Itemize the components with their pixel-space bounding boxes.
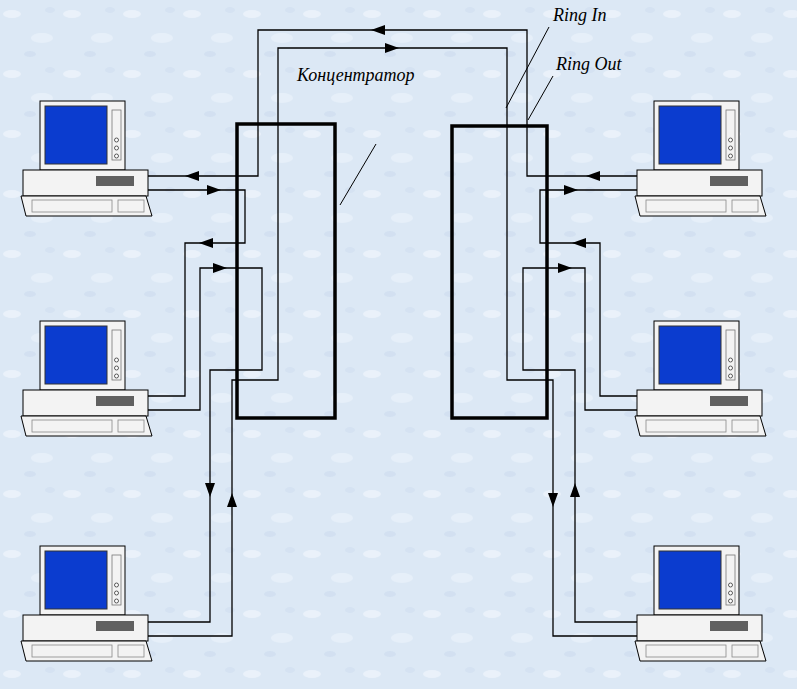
leader-lines bbox=[340, 27, 553, 205]
wire bbox=[527, 48, 637, 176]
computers bbox=[21, 101, 766, 661]
arrowhead bbox=[213, 263, 227, 273]
callout-label: Концентратор bbox=[297, 66, 415, 86]
arrowhead bbox=[185, 171, 199, 181]
computer bbox=[635, 546, 766, 661]
arrowhead bbox=[572, 238, 586, 248]
wire bbox=[278, 48, 507, 66]
callout-label: Ring In bbox=[553, 6, 607, 26]
arrowhead bbox=[558, 263, 572, 273]
arrowhead bbox=[570, 483, 580, 497]
callout-label: Ring Out bbox=[556, 55, 622, 75]
computer bbox=[635, 101, 766, 216]
arrowhead bbox=[586, 171, 600, 181]
wire bbox=[148, 268, 262, 622]
arrowhead bbox=[371, 25, 385, 35]
wires bbox=[148, 30, 637, 636]
arrowhead bbox=[548, 493, 558, 507]
wire bbox=[148, 48, 258, 176]
wire bbox=[523, 268, 637, 622]
computer bbox=[21, 546, 152, 661]
leader-line bbox=[506, 27, 549, 108]
arrowhead bbox=[385, 43, 399, 53]
arrowhead bbox=[207, 185, 221, 195]
concentrator bbox=[237, 124, 335, 418]
arrowhead bbox=[199, 238, 213, 248]
concentrator bbox=[452, 126, 547, 418]
wire bbox=[540, 190, 637, 396]
computer bbox=[635, 321, 766, 436]
wire bbox=[507, 66, 637, 636]
computer bbox=[21, 101, 152, 216]
arrowheads bbox=[185, 25, 600, 507]
arrowhead bbox=[205, 483, 215, 497]
wire bbox=[148, 190, 245, 396]
computer bbox=[21, 321, 152, 436]
leader-line bbox=[340, 144, 376, 205]
arrowhead bbox=[564, 185, 578, 195]
leader-line bbox=[528, 76, 553, 120]
wire bbox=[258, 30, 527, 48]
arrowhead bbox=[227, 493, 237, 507]
wire bbox=[148, 66, 278, 636]
